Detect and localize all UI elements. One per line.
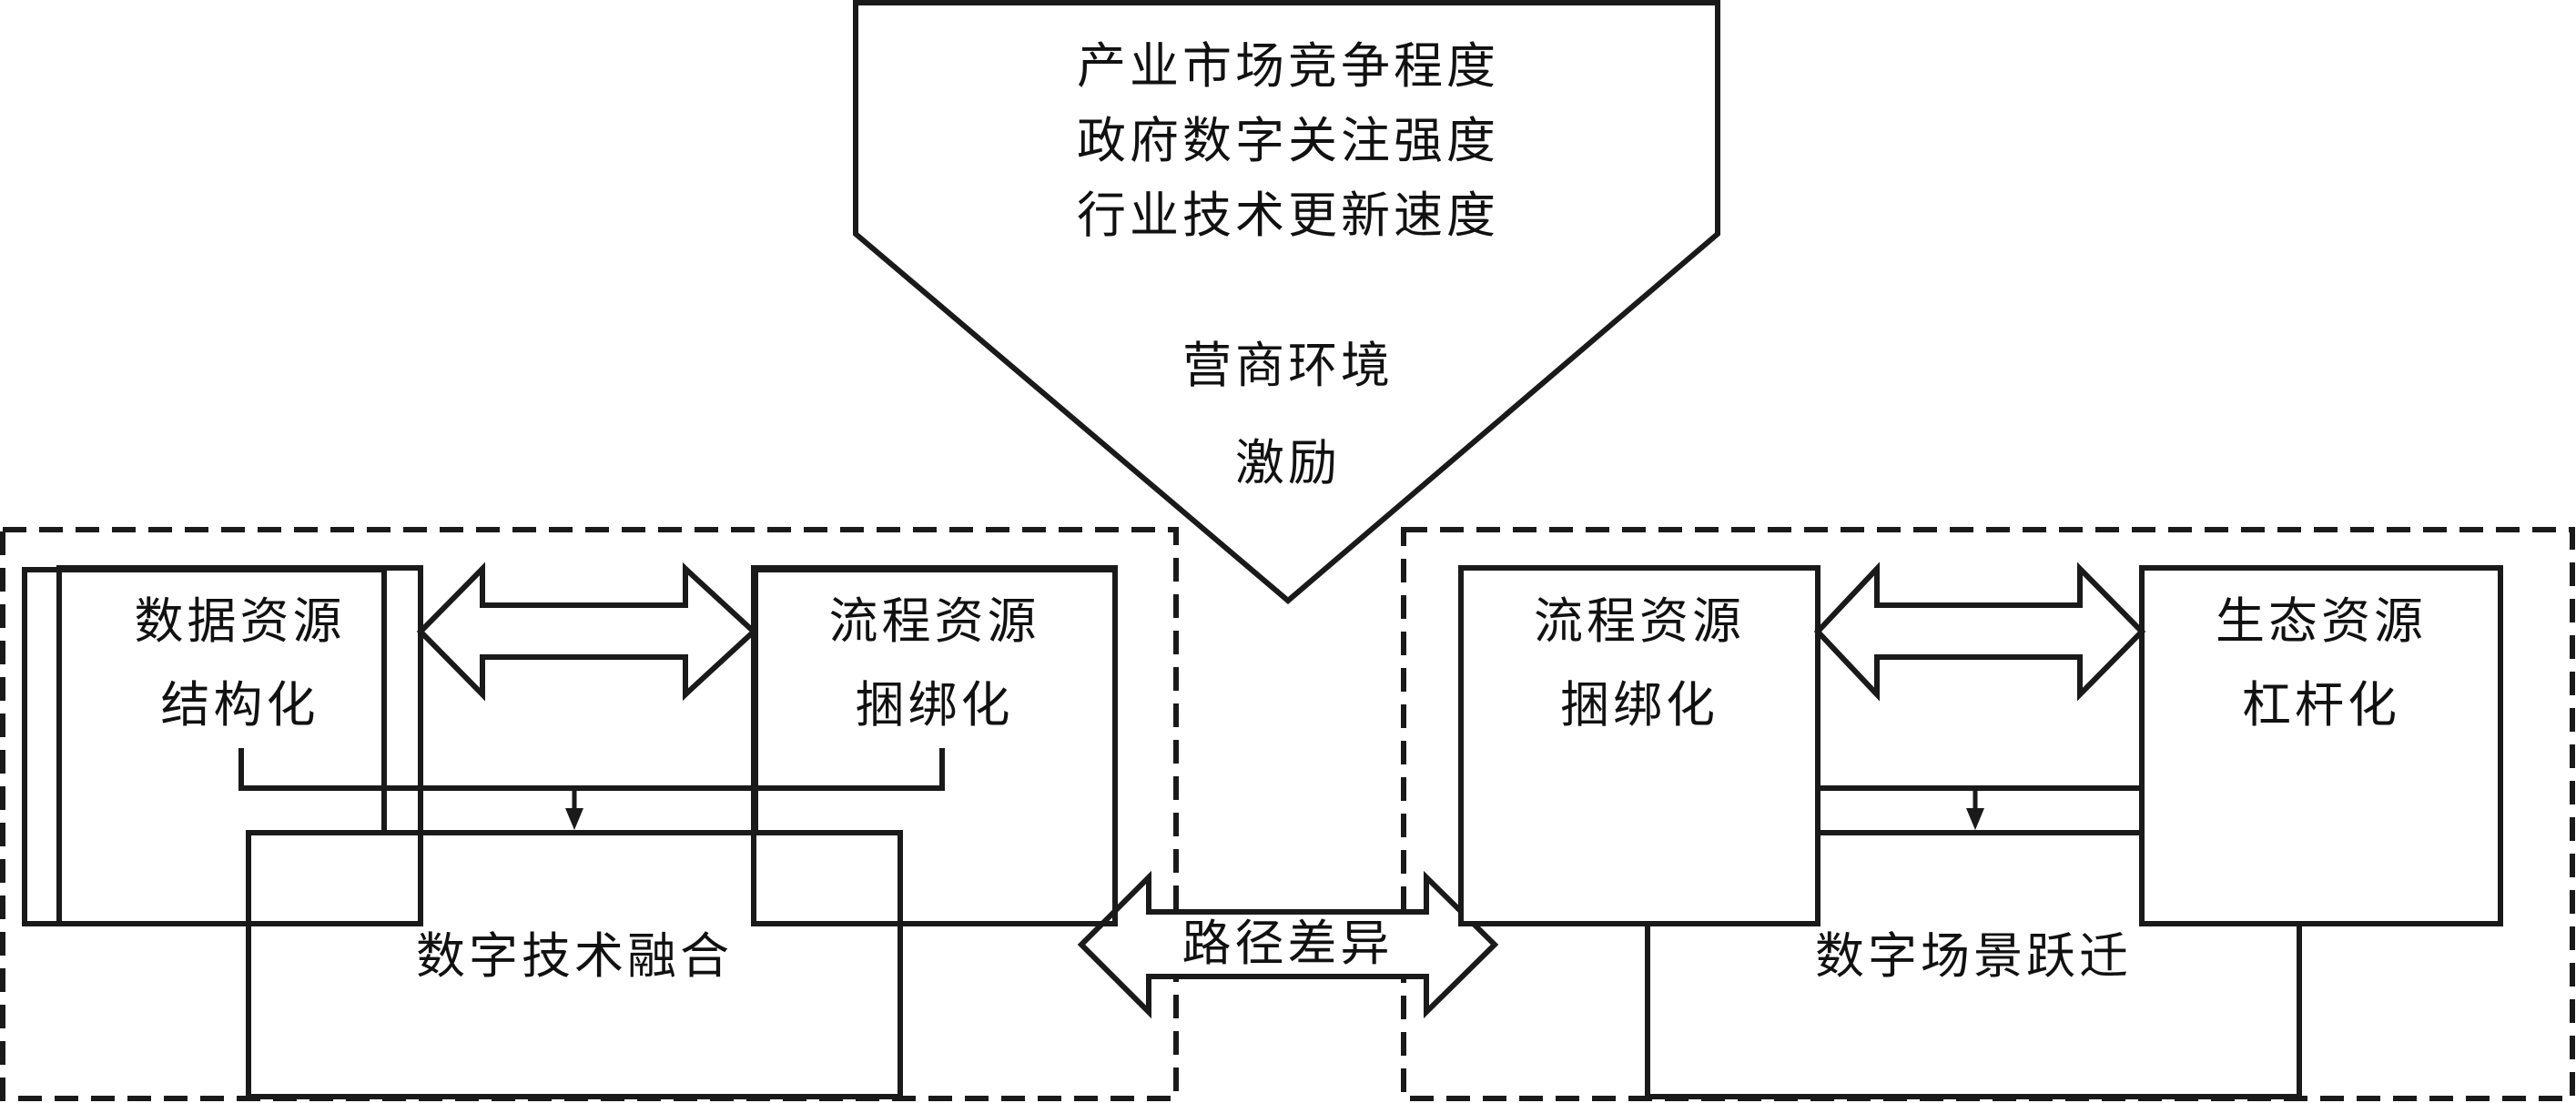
left-double-arrow-overlay [416, 562, 758, 702]
right-box-a-line1: 流程资源 [1534, 592, 1745, 650]
right-box-b-line1: 生态资源 [2216, 592, 2427, 650]
path-difference-label: 路径差异 [1182, 915, 1394, 972]
left-outcome-frame [246, 830, 903, 1099]
left-merge-connector [238, 748, 945, 791]
right-box-a-line2: 捆绑化 [1560, 676, 1719, 734]
left-box-b-line2: 捆绑化 [855, 676, 1014, 734]
right-merge-arrowhead [1966, 808, 1984, 830]
left-outcome-label: 数字技术融合 [416, 927, 733, 985]
box-process-resource-bundling-left [751, 565, 1118, 926]
right-outcome-label: 数字场景跃迁 [1815, 927, 2132, 985]
box-ecosystem-resource-leveraging [2139, 565, 2503, 926]
left-box-b-line1: 流程资源 [828, 592, 1040, 650]
left-box-a-line1: 数据资源 [134, 592, 346, 650]
factor-tech-update-speed: 行业技术更新速度 [1077, 187, 1499, 244]
path-difference-arrow [1077, 870, 1499, 1019]
right-box-b-line2: 杠杆化 [2242, 676, 2400, 734]
factor-government-attention: 政府数字关注强度 [1077, 112, 1499, 169]
incentive-title-line1: 营商环境 [1182, 337, 1394, 394]
incentive-title-line2: 激励 [1235, 434, 1341, 491]
left-group-dashed-border [0, 527, 1179, 1101]
box-process-resource-bundling-right [1458, 565, 1820, 926]
right-group-dashed-border [1401, 527, 2575, 1101]
box-data-resource-structuring [56, 565, 423, 926]
factor-industry-competition: 产业市场竞争程度 [1077, 37, 1499, 95]
left-merge-arrowhead [565, 808, 583, 830]
left-box-a-line2: 结构化 [160, 676, 319, 734]
incentive-pentagon [853, 0, 1720, 604]
right-double-arrow-overlay [1813, 562, 2146, 702]
